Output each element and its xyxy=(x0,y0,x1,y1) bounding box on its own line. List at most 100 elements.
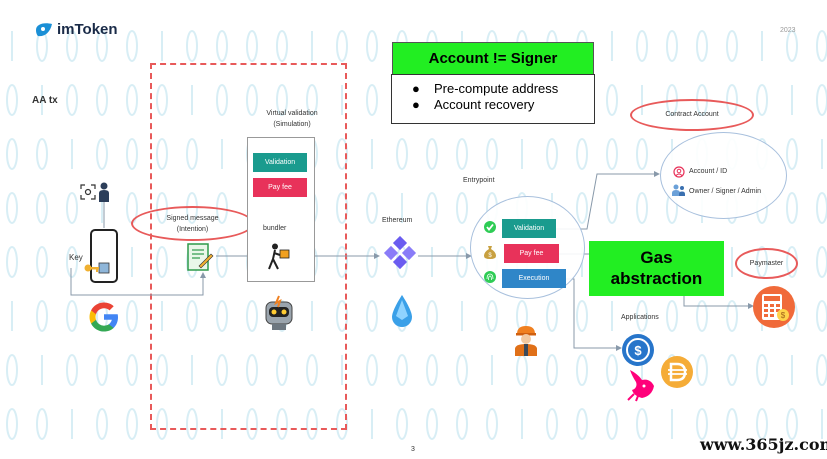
binary-zero-glyph xyxy=(306,354,318,386)
account-signer-list: ● Pre-compute address ● Account recovery xyxy=(391,74,595,124)
ethereum-network-icon xyxy=(383,236,417,270)
binary-zero-glyph xyxy=(186,138,198,170)
sim-validation-pill: Validation xyxy=(253,153,307,172)
key-icon xyxy=(84,264,99,272)
binary-zero-glyph xyxy=(6,84,18,116)
binary-zero-glyph xyxy=(216,246,228,278)
brand-name: imToken xyxy=(57,21,118,38)
binary-zero-glyph xyxy=(96,30,108,62)
binary-zero-glyph xyxy=(366,246,378,278)
sim-pay-fee-pill: Pay fee xyxy=(253,178,307,197)
binary-zero-glyph xyxy=(726,408,738,440)
binary-zero-glyph xyxy=(426,192,438,224)
binary-zero-glyph xyxy=(456,354,468,386)
binary-zero-glyph xyxy=(96,408,108,440)
binary-zero-glyph xyxy=(756,84,768,116)
owner-group-icon xyxy=(672,184,685,196)
delivery-person-icon xyxy=(268,243,290,270)
binary-zero-glyph xyxy=(36,246,48,278)
binary-zero-glyph xyxy=(216,354,228,386)
binary-zero-glyph xyxy=(246,300,258,332)
aa-tx-label: AA tx xyxy=(32,95,58,106)
binary-zero-glyph xyxy=(126,138,138,170)
binary-zero-glyph xyxy=(366,354,378,386)
binary-zero-glyph xyxy=(366,300,378,332)
phone-icon xyxy=(90,229,118,283)
binary-zero-glyph xyxy=(36,138,48,170)
binary-zero-glyph xyxy=(786,192,798,224)
binary-zero-glyph xyxy=(96,354,108,386)
binary-zero-glyph xyxy=(66,300,78,332)
binary-zero-glyph xyxy=(66,192,78,224)
binary-zero-glyph xyxy=(456,138,468,170)
binary-zero-glyph xyxy=(756,408,768,440)
face-id-icon xyxy=(80,184,96,200)
binary-zero-glyph xyxy=(576,192,588,224)
binary-zero-glyph xyxy=(726,354,738,386)
gas-abstraction-line1: Gas xyxy=(640,248,673,267)
binary-zero-glyph xyxy=(156,354,168,386)
binary-zero-glyph xyxy=(126,300,138,332)
worker-icon xyxy=(515,326,537,356)
binary-zero-glyph xyxy=(186,408,198,440)
binary-zero-glyph xyxy=(786,30,798,62)
fingerprint-icon xyxy=(484,271,496,283)
binary-zero-glyph xyxy=(816,30,827,62)
binary-zero-glyph xyxy=(606,408,618,440)
binary-zero-glyph xyxy=(816,354,827,386)
signed-document-icon xyxy=(187,243,214,271)
gas-abstraction-box: Gas abstraction xyxy=(589,241,724,296)
binary-zero-glyph xyxy=(366,30,378,62)
dai-coin-icon xyxy=(661,356,693,388)
list-item: ● Account recovery xyxy=(412,97,594,113)
contract-account-ellipse: Contract Account xyxy=(630,99,754,131)
page-number: 3 xyxy=(411,446,415,453)
binary-zero-glyph xyxy=(786,138,798,170)
binary-zero-glyph xyxy=(36,192,48,224)
bundler-label: bundler xyxy=(263,225,287,232)
bullet: ● xyxy=(412,97,420,112)
binary-zero-glyph xyxy=(216,30,228,62)
binary-zero-glyph xyxy=(546,408,558,440)
binary-zero-glyph xyxy=(606,354,618,386)
binary-zero-glyph xyxy=(606,84,618,116)
owner-signer-admin-label: Owner / Signer / Admin xyxy=(689,188,761,195)
binary-zero-glyph xyxy=(216,84,228,116)
binary-zero-glyph xyxy=(726,300,738,332)
validation-pill: Validation xyxy=(502,219,556,238)
watermark-text: www.365jz.com xyxy=(700,435,827,454)
account-icon xyxy=(673,166,685,178)
binary-zero-glyph xyxy=(816,300,827,332)
offchain-dashed-region xyxy=(150,63,347,430)
binary-zero-glyph xyxy=(816,246,827,278)
binary-zero-glyph xyxy=(426,300,438,332)
binary-zero-glyph xyxy=(156,84,168,116)
list-item: ● Pre-compute address xyxy=(412,81,594,97)
imtoken-logo-icon xyxy=(36,23,52,37)
virtual-validation-title: Virtual validation xyxy=(266,110,318,117)
bullet-text: Pre-compute address xyxy=(434,81,559,96)
binary-zero-glyph xyxy=(396,354,408,386)
svg-text:$: $ xyxy=(634,343,642,358)
binary-zero-glyph xyxy=(426,354,438,386)
binary-zero-glyph xyxy=(666,300,678,332)
binary-zero-glyph xyxy=(576,408,588,440)
binary-zero-glyph xyxy=(456,408,468,440)
binary-zero-glyph xyxy=(576,138,588,170)
applications-label: Applications xyxy=(621,314,659,321)
bullet-text: Account recovery xyxy=(434,97,535,112)
virtual-validation-label: Virtual validation (Simulation) xyxy=(247,108,337,130)
person-icon xyxy=(99,182,109,202)
entrypoint-label: Entrypoint xyxy=(463,177,495,184)
binary-zero-glyph xyxy=(456,192,468,224)
binary-zero-glyph xyxy=(576,354,588,386)
gas-abstraction-line2: abstraction xyxy=(610,269,703,288)
binary-zero-glyph xyxy=(696,300,708,332)
binary-zero-glyph xyxy=(6,354,18,386)
binary-zero-glyph xyxy=(696,354,708,386)
binary-zero-glyph xyxy=(186,300,198,332)
signed-message-ellipse: Signed message (Intention) xyxy=(131,206,254,241)
account-id-label: Account / ID xyxy=(689,168,728,175)
virtual-validation-subtitle: (Simulation) xyxy=(273,121,311,128)
